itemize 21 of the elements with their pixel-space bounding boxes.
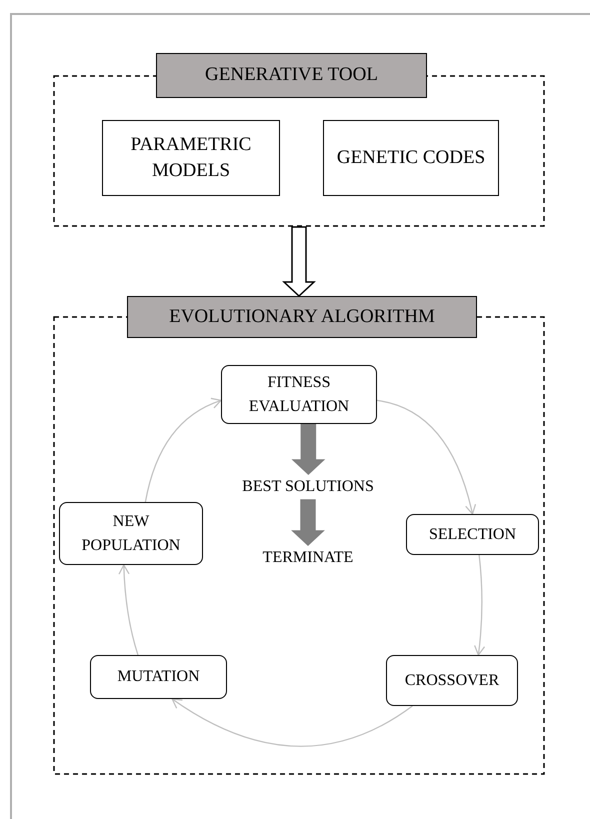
curved-arrow — [118, 564, 139, 656]
block-arrow — [291, 499, 325, 546]
curved-arrow — [144, 398, 222, 502]
text-label: TERMINATE — [255, 545, 361, 571]
block-arrow — [282, 226, 316, 298]
process-box: PARAMETRIC MODELS — [102, 120, 280, 196]
process-rounded-box: CROSSOVER — [386, 655, 518, 706]
process-box: GENETIC CODES — [323, 120, 499, 196]
process-rounded-box: MUTATION — [90, 655, 227, 699]
curved-arrow — [474, 554, 486, 656]
text-label: BEST SOLUTIONS — [225, 474, 391, 500]
curved-arrow — [376, 400, 476, 515]
header-box: GENERATIVE TOOL — [156, 53, 427, 98]
process-rounded-box: NEW POPULATION — [59, 502, 203, 565]
process-rounded-box: FITNESS EVALUATION — [221, 365, 377, 424]
block-arrow — [291, 423, 326, 476]
curved-arrow — [172, 698, 413, 747]
process-rounded-box: SELECTION — [406, 514, 539, 555]
header-box: EVOLUTIONARY ALGORITHM — [127, 296, 477, 338]
dashed-group-frame — [53, 53, 545, 227]
dashed-group-frame — [53, 296, 545, 775]
